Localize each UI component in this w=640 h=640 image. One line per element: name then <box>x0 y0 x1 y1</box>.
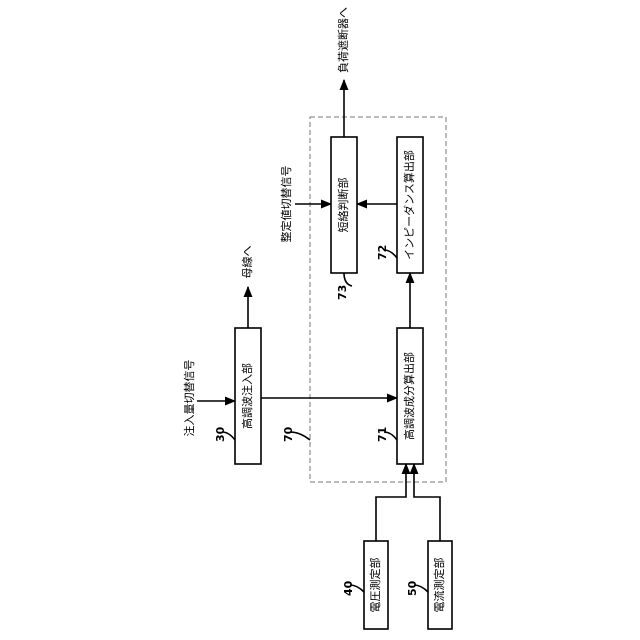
block-current-ref: 50 <box>406 580 419 596</box>
block-current-label: 電流測定部 <box>432 558 446 613</box>
block-injection-label: 高調波注入部 <box>240 363 254 429</box>
arrow-current-to-calc <box>414 464 440 541</box>
injection-switch-signal-label: 注入量切替信号 <box>182 360 196 437</box>
block-voltage-label: 電圧測定部 <box>368 558 382 613</box>
block-impedance-ref: 72 <box>376 245 389 260</box>
to-bus-label: 母線へ <box>240 246 254 279</box>
arrow-voltage-to-calc <box>376 464 406 541</box>
block-judge-ref: 73 <box>336 285 349 300</box>
block-voltage-ref: 40 <box>342 580 355 596</box>
block-judge-leader <box>344 273 352 286</box>
group-70-ref: 70 <box>282 426 295 442</box>
block-injection-ref: 30 <box>214 426 227 442</box>
block-harmonic-calc-ref: 71 <box>376 427 389 442</box>
to-breaker-label: 負荷遮断器へ <box>336 7 350 73</box>
block-harmonic-calc-label: 高調波成分算出部 <box>402 352 416 440</box>
block-judge-label: 短絡判断部 <box>336 178 350 233</box>
setting-switch-signal-label: 整定値切替信号 <box>279 166 293 243</box>
block-impedance-label: インピーダンス算出部 <box>402 150 416 260</box>
